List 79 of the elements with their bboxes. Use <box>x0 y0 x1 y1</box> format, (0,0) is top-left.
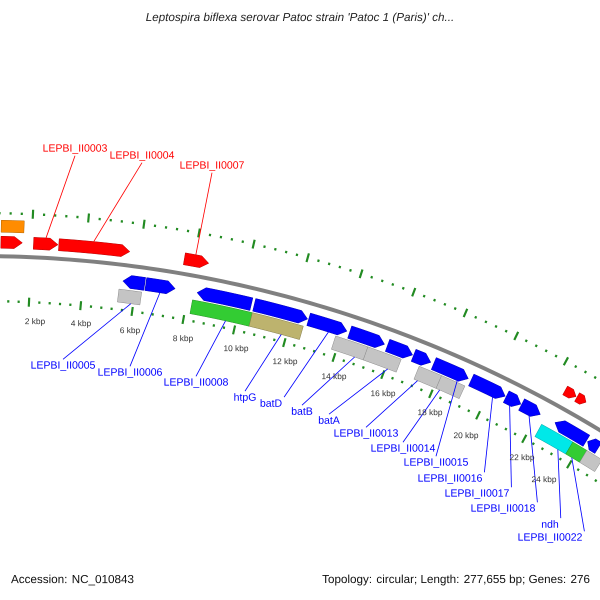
gene-label: LEPBI_II0013 <box>334 429 398 439</box>
gene-block <box>385 339 413 358</box>
gene-label: batB <box>292 407 312 415</box>
gene-block <box>122 275 146 291</box>
title: Leptospira biflexa serovar Patoc strain 'Patoc 1 (Paris)' ch... <box>146 12 453 24</box>
leader-line <box>46 155 76 238</box>
gene-block <box>562 386 576 398</box>
leader-line <box>196 320 226 377</box>
gene-block <box>331 336 368 360</box>
gene-block <box>518 398 541 417</box>
gene-label: LEPBI_II0007 <box>180 161 244 171</box>
gene-label: LEPBI_II0017 <box>445 489 509 499</box>
scale-label: 20 kbp <box>454 432 478 440</box>
gene-label: batD <box>260 399 282 407</box>
gene-block <box>579 450 600 472</box>
scale-label: 14 kbp <box>322 373 346 381</box>
gene-label: LEPBI_II0016 <box>418 474 482 484</box>
gene-label: LEPBI_II0003 <box>43 144 107 154</box>
gene-block <box>33 237 58 250</box>
leader-line <box>557 449 562 519</box>
scale-label: 10 kbp <box>224 345 248 353</box>
gene-label: LEPBI_II0015 <box>404 458 468 468</box>
leader-line <box>302 356 356 406</box>
gene-block <box>0 220 25 234</box>
gene-label: batA <box>318 416 340 424</box>
scale-label: 12 kbp <box>273 358 298 366</box>
gene-block <box>252 298 308 324</box>
leader-line <box>62 303 132 360</box>
leader-line <box>93 162 142 242</box>
gene-block <box>565 442 588 463</box>
gene-block <box>468 374 506 399</box>
leader-line <box>244 334 282 392</box>
gene-block <box>574 392 586 404</box>
scale-label: 16 kbp <box>371 390 396 398</box>
gene-block <box>190 300 253 326</box>
gene-block <box>414 366 442 389</box>
scale-label: 4 kbp <box>71 320 91 328</box>
gene-label: LEPBI_II0005 <box>31 361 95 371</box>
gene-block <box>362 346 402 372</box>
gene-label: LEPBI_II0018 <box>471 504 535 514</box>
gene-block <box>306 312 348 336</box>
gene-label: LEPBI_II0004 <box>110 151 174 161</box>
gene-block <box>534 424 574 454</box>
gene-block <box>347 326 385 348</box>
gene-block <box>587 438 600 454</box>
leader-line <box>528 415 538 503</box>
leader-line <box>571 457 585 532</box>
gene-block <box>0 236 23 249</box>
footer-text: Topology: circular; Length: 277,655 bp; Genes: 276 <box>322 574 590 586</box>
gene-block <box>183 252 209 268</box>
leader-line <box>130 292 160 367</box>
gene-block <box>58 238 130 257</box>
gene-block <box>554 420 590 447</box>
leader-line <box>284 332 329 398</box>
scale-label: 8 kbp <box>173 335 193 343</box>
leader-line <box>402 390 440 443</box>
leader-line <box>509 405 512 488</box>
leader-line <box>366 380 418 428</box>
gene-block <box>430 357 469 382</box>
gene-label: LEPBI_II0014 <box>371 444 436 454</box>
leader-line <box>328 368 388 415</box>
gene-block <box>436 375 466 399</box>
gene-block <box>503 390 522 407</box>
leader-line <box>436 380 458 457</box>
gene-block <box>117 288 142 306</box>
gene-label: LEPBI_II0006 <box>98 368 162 378</box>
gene-block <box>196 287 254 311</box>
scale-label: 6 kbp <box>120 327 140 335</box>
gene-label: htpG <box>234 393 256 403</box>
leader-line <box>195 172 212 256</box>
gene-block <box>144 277 176 294</box>
gene-label: LEPBI_II0008 <box>164 378 228 388</box>
gene-block <box>410 349 432 366</box>
gene-block <box>248 312 304 340</box>
footer-text: Accession: NC_010843 <box>11 574 134 586</box>
gene-label: LEPBI_II0022 <box>518 533 582 543</box>
scale-label: 2 kbp <box>25 318 45 326</box>
gene-label: ndh <box>542 520 558 528</box>
leader-line <box>484 396 493 473</box>
